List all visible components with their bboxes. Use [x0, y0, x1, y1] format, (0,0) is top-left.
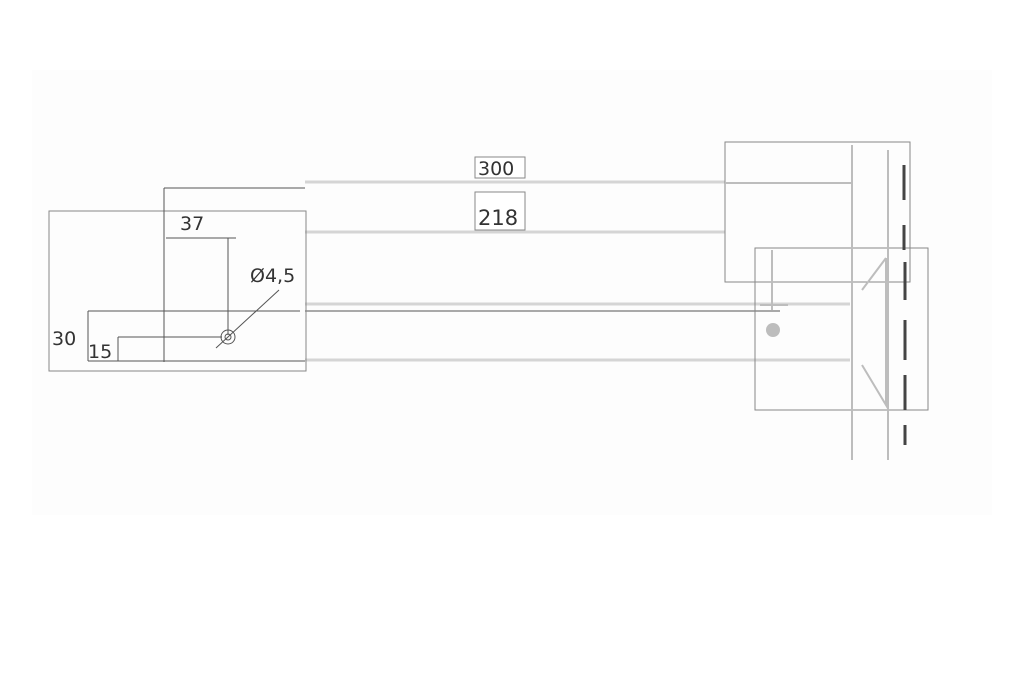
drawing-background: [32, 70, 992, 515]
side-view-frame-bottom: [754, 247, 929, 411]
dim-300-box: [474, 156, 526, 179]
dim-30: 30: [52, 328, 76, 350]
side-view-frame-top: [724, 141, 911, 283]
mounting-hole-inner: [224, 333, 232, 341]
dim-300: 300: [478, 158, 514, 180]
mounting-hole: [220, 329, 236, 345]
dim-218-box: [474, 191, 526, 231]
rail-profile: [305, 180, 850, 362]
dim-hole-diameter: Ø4,5: [250, 265, 295, 287]
bracket-profile: [725, 145, 889, 460]
dim-37: 37: [180, 213, 204, 235]
mounting-plate: [902, 165, 907, 445]
dim-218: 218: [478, 206, 518, 230]
dim-15: 15: [88, 341, 112, 363]
detail-view-frame: [48, 210, 307, 372]
detail-geometry: [87, 187, 305, 362]
screw-head-icon: [766, 323, 780, 337]
